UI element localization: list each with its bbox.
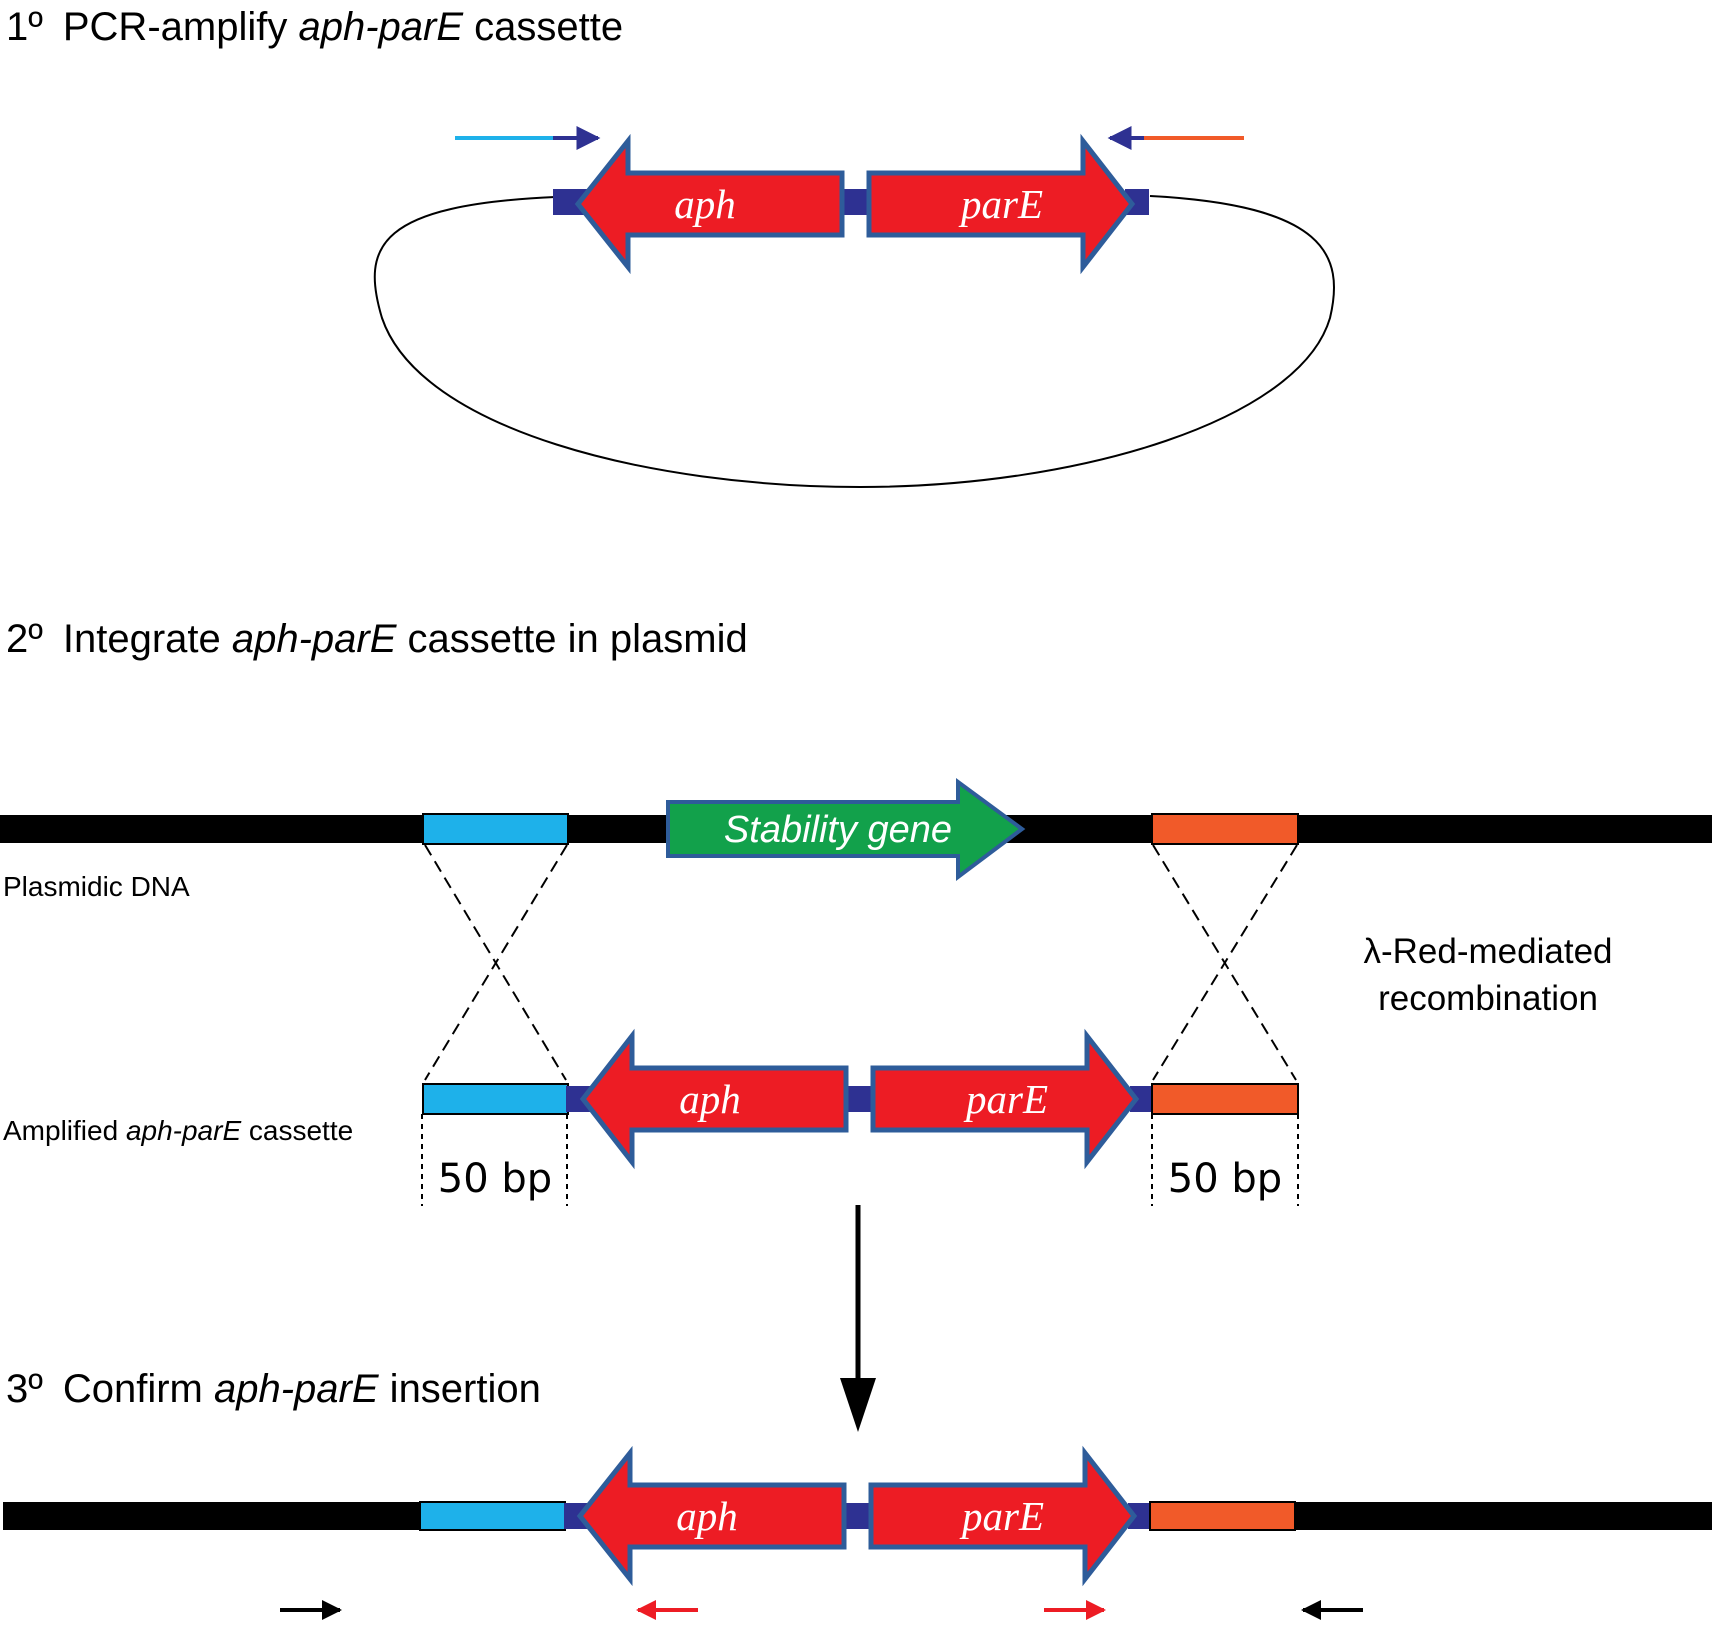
recombinant-dna-line-left xyxy=(3,1502,423,1530)
recombination-label-line1: λ-Red-mediated xyxy=(1364,932,1613,971)
amplified-cassette-label: Amplified aph-parE cassette xyxy=(3,1115,353,1146)
plasmidic-dna-label: Plasmidic DNA xyxy=(3,871,190,902)
pare-label: parE xyxy=(959,1493,1044,1539)
stability-gene-arrow: Stability gene xyxy=(666,778,1026,881)
result-blue-homology-region xyxy=(419,1501,566,1531)
bp-label-left: 50 bp xyxy=(438,1156,552,1202)
crossover-right xyxy=(1152,844,1298,1081)
pare-label: parE xyxy=(958,181,1043,227)
bp-label-right: 50 bp xyxy=(1168,1156,1282,1202)
aph-label: aph xyxy=(679,1076,741,1122)
down-arrow xyxy=(840,1205,876,1432)
pare-gene-arrow-step3: parE xyxy=(868,1445,1138,1587)
plasmid-orange-homology-region xyxy=(1151,813,1299,845)
aph-gene-arrow-step3: aph xyxy=(576,1445,847,1587)
pare-gene-arrow-step1: parE xyxy=(866,133,1136,275)
result-orange-homology-region xyxy=(1149,1501,1296,1531)
aph-gene-arrow-step1: aph xyxy=(574,133,845,275)
pare-gene-arrow-step2: parE xyxy=(870,1028,1140,1170)
aph-label: aph xyxy=(676,1493,738,1539)
aph-label: aph xyxy=(674,181,736,227)
plasmid-backbone-loop xyxy=(373,195,1336,489)
recombinant-dna-line-right xyxy=(1294,1502,1712,1530)
stability-gene-label: Stability gene xyxy=(724,809,952,851)
aph-gene-arrow-step2: aph xyxy=(579,1028,849,1170)
cassette-orange-homology-arm xyxy=(1151,1083,1299,1115)
pare-label: parE xyxy=(963,1076,1048,1122)
recombination-label-line2: recombination xyxy=(1378,979,1598,1018)
crossover-left xyxy=(424,844,568,1081)
cassette-blue-homology-arm xyxy=(422,1083,569,1115)
plasmid-blue-homology-region xyxy=(422,813,569,845)
